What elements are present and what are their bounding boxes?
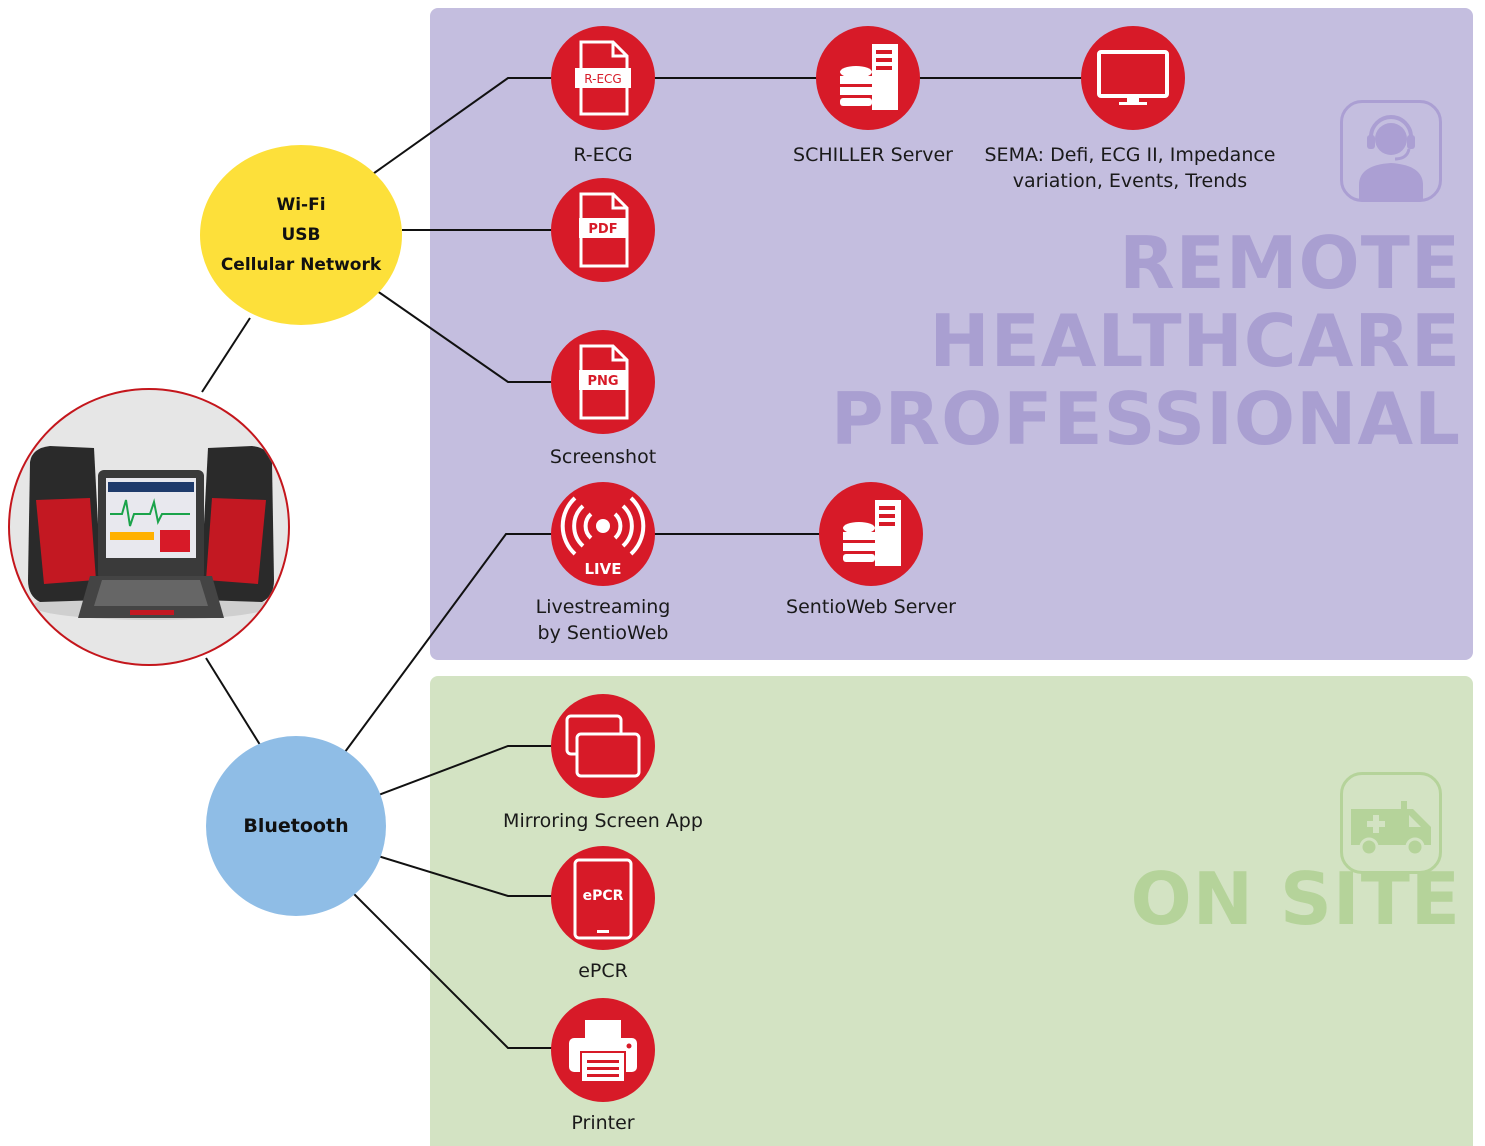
screenshot-label: Screenshot [549, 446, 657, 468]
hub-bluetooth-label: Bluetooth [243, 815, 349, 837]
onsite-zone-title: ON SITE [1130, 857, 1461, 941]
printer-label: Printer [571, 1112, 635, 1134]
defibrillator-device-image [8, 388, 290, 666]
monitor-icon [1097, 50, 1169, 105]
link-wireless-png [369, 285, 560, 383]
schiller-server-label: SCHILLER Server [793, 144, 953, 166]
recg-node: R-ECG [551, 26, 655, 130]
png-badge: PNG [587, 374, 618, 389]
sentioweb-server-node [819, 482, 923, 586]
link-wireless-recg [369, 77, 560, 177]
tablet-icon: ePCR [573, 858, 633, 940]
schiller-server-node [816, 26, 920, 130]
ambulance-icon [1340, 772, 1442, 874]
link-bluetooth-live [341, 533, 560, 757]
remote-zone-title: REMOTE HEALTHCARE PROFESSIONAL [830, 221, 1461, 461]
epcr-badge: ePCR [583, 888, 624, 904]
server-icon [840, 44, 898, 110]
mirroring-label: Mirroring Screen App [503, 810, 703, 832]
bluetooth-hub: Bluetooth [206, 736, 386, 916]
sentioweb-server-label: SentioWeb Server [786, 596, 956, 618]
epcr-node: ePCR [551, 846, 655, 950]
livestream-label: Livestreaming by SentioWeb [535, 596, 671, 644]
support-agent-icon [1340, 100, 1442, 202]
hub-wifi-label: Wi-Fi [276, 195, 326, 215]
sema-label: SEMA: Defi, ECG II, Impedance variation,… [984, 144, 1276, 192]
mirroring-node [551, 694, 655, 798]
document-icon: PDF [579, 192, 629, 268]
link-bluetooth-printer [349, 889, 560, 1049]
epcr-label: ePCR [578, 960, 628, 982]
printer-icon [569, 1020, 637, 1083]
livestream-node: LIVE [551, 482, 655, 586]
hub-usb-label: USB [281, 225, 321, 245]
recg-badge: R-ECG [584, 72, 621, 86]
pdf-badge: PDF [588, 222, 617, 237]
link-bluetooth-epcr [377, 855, 560, 897]
png-node: PNG [551, 330, 655, 434]
printer-node [551, 998, 655, 1102]
link-device-wireless [201, 317, 251, 393]
recg-label: R-ECG [573, 144, 633, 166]
broadcast-icon: LIVE [560, 496, 646, 578]
pdf-node: PDF [551, 178, 655, 282]
mirroring-screens-icon [565, 714, 641, 778]
hub-cellular-label: Cellular Network [220, 255, 382, 275]
document-icon: R-ECG [575, 40, 631, 116]
document-icon: PNG [579, 344, 629, 420]
wireless-hub: Wi-Fi USB Cellular Network [200, 145, 402, 325]
link-device-bluetooth [205, 657, 263, 749]
live-badge: LIVE [585, 560, 622, 578]
link-bluetooth-mirroring [375, 745, 560, 797]
server-icon [843, 500, 901, 566]
sema-node [1081, 26, 1185, 130]
